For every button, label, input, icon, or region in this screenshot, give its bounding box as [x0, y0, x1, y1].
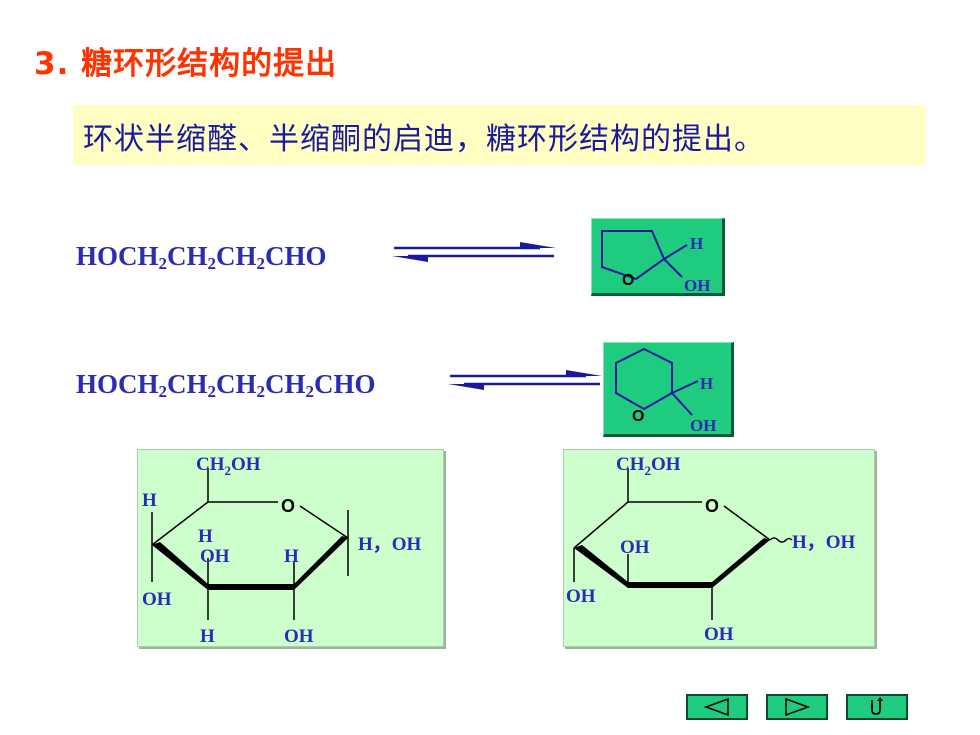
return-arrow-icon	[871, 697, 883, 715]
triangle-right-icon	[785, 698, 811, 716]
triangle-left-icon	[703, 698, 729, 716]
haworth-structure-right: CH2OH O OH OH OH H，OH	[563, 449, 875, 647]
svg-text:H: H	[142, 490, 157, 511]
svg-text:OH: OH	[684, 276, 710, 293]
svg-text:OH: OH	[200, 546, 230, 567]
formula-hydroxypentanal: HOCH2CH2CH2CH2CHO	[76, 369, 376, 401]
svg-text:H: H	[198, 526, 213, 547]
svg-text:OH: OH	[690, 416, 716, 434]
subtitle-banner: 环状半缩醛、半缩酮的启迪，糖环形结构的提出。	[73, 105, 926, 165]
next-slide-button[interactable]	[766, 694, 828, 720]
svg-text:OH: OH	[284, 626, 314, 646]
six-membered-ring-product: O H OH	[603, 342, 734, 437]
svg-text:OH: OH	[566, 586, 596, 607]
svg-text:H，OH: H，OH	[358, 534, 422, 555]
svg-text:H: H	[200, 626, 215, 646]
equilibrium-arrow-1	[392, 242, 556, 262]
previous-slide-button[interactable]	[686, 694, 748, 720]
subtitle-text: 环状半缩醛、半缩酮的启迪，糖环形结构的提出。	[83, 122, 765, 157]
svg-text:O: O	[632, 408, 644, 425]
svg-text:OH: OH	[704, 624, 734, 645]
haworth-structure-left: CH2OH O H OH H OH H H OH H，OH	[137, 449, 444, 647]
svg-text:H，OH: H，OH	[792, 532, 856, 553]
svg-text:CH2OH: CH2OH	[616, 454, 681, 478]
svg-text:OH: OH	[620, 537, 650, 558]
svg-text:H: H	[690, 234, 703, 253]
equilibrium-arrow-2	[448, 370, 602, 390]
formula-hydroxybutanal: HOCH2CH2CH2CHO	[76, 241, 327, 273]
svg-text:OH: OH	[142, 589, 172, 610]
return-button[interactable]	[846, 694, 908, 720]
svg-text:O: O	[281, 496, 295, 516]
svg-text:H: H	[284, 546, 299, 567]
svg-text:CH2OH: CH2OH	[196, 454, 261, 478]
svg-text:O: O	[705, 496, 719, 516]
five-membered-ring-product: O H OH	[591, 218, 725, 296]
slide-title: 3. 糖环形结构的提出	[34, 46, 338, 82]
svg-text:H: H	[700, 374, 713, 393]
svg-text:O: O	[622, 272, 634, 289]
